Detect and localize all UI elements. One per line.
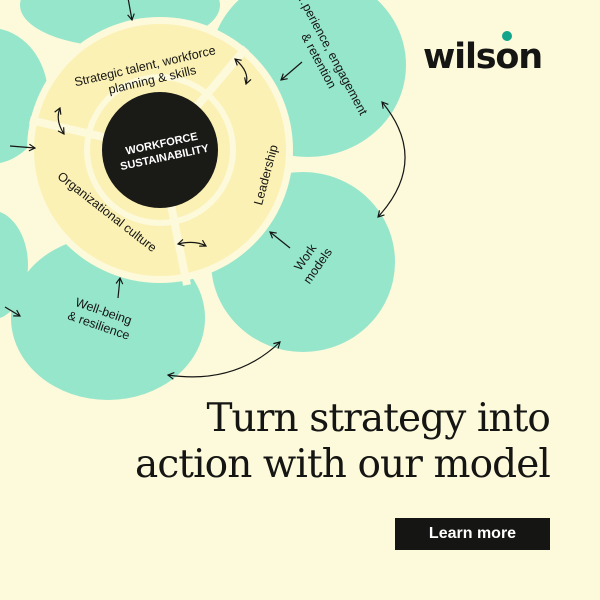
arrow-left-petal <box>9 143 37 152</box>
arrow-left-bottom-petal <box>4 306 22 317</box>
petal-left-bottom <box>0 211 28 319</box>
arrow-experience-petal <box>280 61 303 81</box>
center-circle <box>102 92 218 208</box>
learn-more-button[interactable]: Learn more <box>395 518 550 550</box>
headline: Turn strategy into action with our model <box>135 396 551 487</box>
arrow-wellbeing-petal <box>115 276 124 299</box>
arrow-experience-workmodels <box>377 101 406 218</box>
arrow-culture-leadership <box>176 238 208 247</box>
arrow-strategic-leadership <box>234 58 252 86</box>
arrow-work-models-petal <box>269 231 291 249</box>
arrow-workmodels-wellbeing <box>166 341 281 380</box>
arrow-strategic-culture <box>54 106 65 135</box>
logo-dot <box>501 31 512 41</box>
arrow-top-petal <box>127 0 135 22</box>
